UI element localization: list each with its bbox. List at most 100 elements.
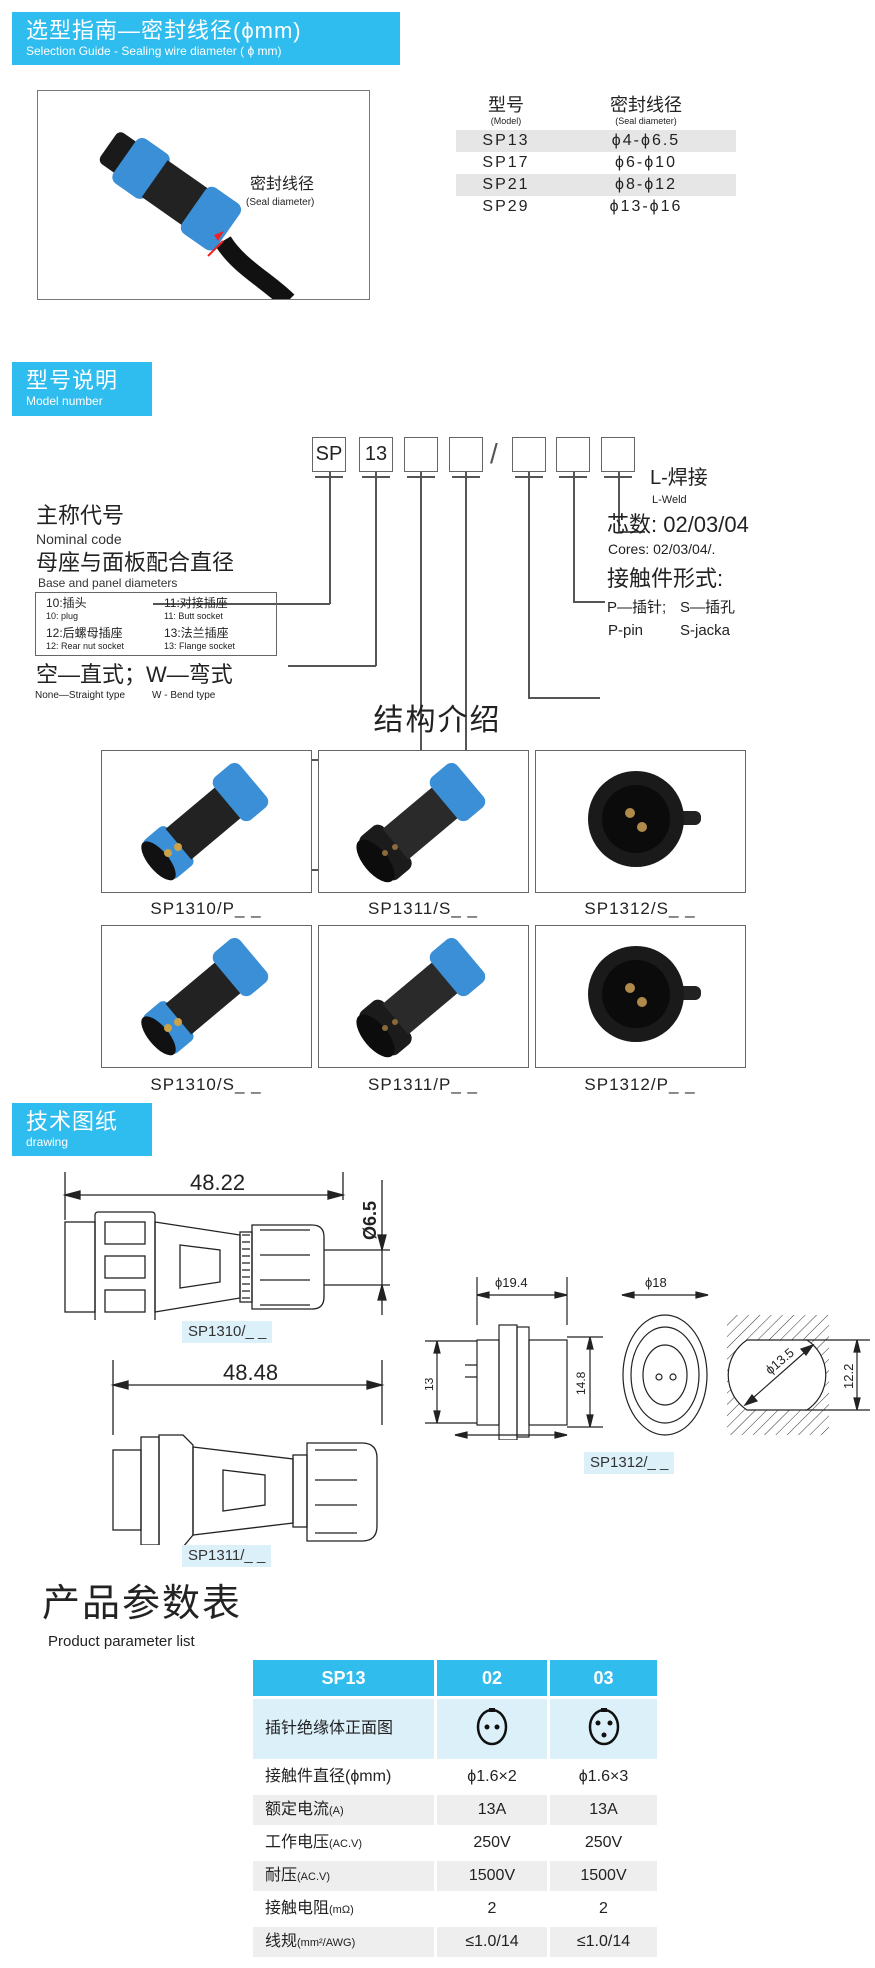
insulator-face-label: 插针绝缘体正面图: [253, 1699, 434, 1759]
structure-item-label: SP1310/S_ _: [150, 1075, 262, 1094]
value-03: 13A: [550, 1795, 657, 1825]
diameter-cell: ϕ4-ϕ6.5: [611, 132, 681, 149]
banner-subtitle: Selection Guide - Sealing wire diameter …: [26, 44, 282, 58]
height-13-dimension: 13: [425, 1377, 436, 1391]
type-code-en: 12: Rear nut socket: [46, 641, 125, 651]
header-model: SP13: [253, 1660, 434, 1696]
params-title: 产品参数表: [42, 1583, 243, 1625]
type-code-zh: 10:插头: [46, 596, 87, 610]
flange-diameter-dimension: ϕ19.4: [495, 1275, 528, 1290]
model-code-box: [404, 437, 438, 472]
seal-label: 密封线径: [250, 176, 315, 193]
model-code-box: [512, 437, 546, 472]
butt-socket-photo: [318, 750, 529, 893]
header-02: 02: [437, 1660, 547, 1696]
model-header: 型号: [488, 95, 524, 115]
table-row: 线规(mm²/AWG)≤1.0/14≤1.0/14: [253, 1927, 657, 1957]
butt-socket-photo: [318, 925, 529, 1068]
banner-subtitle: drawing: [26, 1135, 69, 1149]
diameter-cell: ϕ6-ϕ10: [615, 154, 677, 171]
model-cell: SP17: [482, 154, 530, 171]
sp1310-drawing: 48.22 Ø6.5: [62, 1170, 390, 1320]
diameter-header-en: (Seal diameter): [615, 116, 677, 126]
table-row: SP17 ϕ6-ϕ10: [456, 152, 736, 174]
model-code-box: 13: [359, 437, 393, 472]
structure-item-label: SP1311/P_ _: [368, 1075, 478, 1094]
type-code-en: 11: Butt socket: [164, 611, 223, 621]
diameter-cell: ϕ8-ϕ12: [615, 176, 677, 193]
contact-type-label: 接触件形式:: [607, 566, 724, 591]
banner-title: 选型指南—密封线径(ϕmm): [26, 18, 302, 43]
param-unit: (A): [329, 1804, 344, 1817]
value-02: 1500V: [437, 1861, 547, 1891]
param-label: 工作电压: [265, 1833, 330, 1851]
model-cell: SP13: [482, 132, 530, 149]
param-label: 接触件直径(ϕmm): [265, 1767, 392, 1785]
param-unit: (AC.V): [329, 1837, 363, 1850]
param-unit: (AC.V): [297, 1870, 331, 1883]
value-02: ϕ1.6×2: [467, 1768, 517, 1785]
banner-title: 技术图纸: [26, 1109, 119, 1134]
panel-socket-photo: [535, 925, 746, 1068]
banner-subtitle: Model number: [26, 394, 103, 408]
param-unit: (mm²/AWG): [297, 1936, 356, 1949]
sp1311-drawing-label: SP1311/_ _: [182, 1545, 272, 1567]
cutout-height-dimension: 12.2: [841, 1364, 856, 1389]
cable-diameter-dimension: Ø6.5: [360, 1201, 380, 1240]
two-pin-face-icon: [476, 1708, 508, 1746]
structure-item-label: SP1311/S_ _: [368, 899, 478, 918]
model-cell: SP29: [482, 198, 530, 215]
header-03: 03: [550, 1660, 657, 1696]
cores-label: 芯数: 02/03/04: [607, 512, 749, 537]
straight-type-en: None—Straight type: [35, 690, 126, 701]
value-02: 2: [487, 1900, 497, 1917]
contact-socket-en: S-jacka: [680, 622, 731, 639]
parameter-table: SP13 02 03 插针绝缘体正面图 接触件直径(ϕmm) ϕ1.6×2 ϕ1.6…: [250, 1657, 660, 1960]
model-code-box: SP: [312, 437, 346, 472]
type-code-zh: 13:法兰插座: [164, 626, 229, 640]
table-row: 接触件直径(ϕmm) ϕ1.6×2 ϕ1.6×3: [253, 1762, 657, 1792]
structure-item-label: SP1312/S_ _: [584, 899, 696, 918]
param-unit: (mΩ): [329, 1903, 354, 1916]
nominal-code-label: 主称代号: [36, 503, 125, 528]
sp1312-drawing-label: SP1312/_ _: [584, 1452, 675, 1474]
structure-title: 结构介绍: [373, 704, 502, 737]
bend-type-en: W - Bend type: [152, 690, 216, 701]
param-label: 接触电阻: [265, 1899, 330, 1917]
contact-pin-zh: P—插针;: [607, 599, 667, 616]
param-label: 额定电流: [265, 1800, 330, 1818]
straight-type-label: 空—直式；W—弯式: [36, 662, 233, 687]
type-code-zh: 11:对接插座: [164, 596, 228, 610]
type-code-en: 13: Flange socket: [164, 641, 236, 651]
length-dimension: 48.48: [223, 1360, 278, 1385]
value-02: 250V: [473, 1834, 511, 1851]
base-diameter-en: Base and panel diameters: [38, 576, 178, 590]
model-header-en: (Model): [490, 116, 522, 126]
value-03: ≤1.0/14: [550, 1927, 657, 1957]
model-cell: SP21: [482, 176, 530, 193]
banner-title: 型号说明: [26, 368, 119, 393]
model-code-box: [449, 437, 483, 472]
sp1310-drawing-label: SP1310/_ _: [182, 1321, 273, 1343]
weld-label: L-焊接: [650, 467, 708, 489]
nominal-code-en: Nominal code: [36, 531, 122, 547]
contact-pin-en: P-pin: [608, 622, 644, 639]
plug-connector-photo: [101, 925, 312, 1068]
slash: /: [490, 438, 498, 469]
value-03: ϕ1.6×3: [578, 1768, 629, 1785]
three-pin-face-icon: [588, 1708, 619, 1746]
length-dimension: 48.22: [190, 1170, 245, 1195]
table-row: SP13 ϕ4-ϕ6.5: [456, 130, 736, 152]
seal-diameter-photo: 密封线径 (Seal diameter): [37, 90, 370, 300]
value-03: 2: [599, 1900, 608, 1917]
model-number-banner: 型号说明 Model number: [12, 362, 152, 416]
connector-cable-image: [99, 132, 295, 299]
value-03: 1500V: [550, 1861, 657, 1891]
cores-en: Cores: 02/03/04/.: [608, 541, 716, 557]
model-code-box: [556, 437, 590, 472]
